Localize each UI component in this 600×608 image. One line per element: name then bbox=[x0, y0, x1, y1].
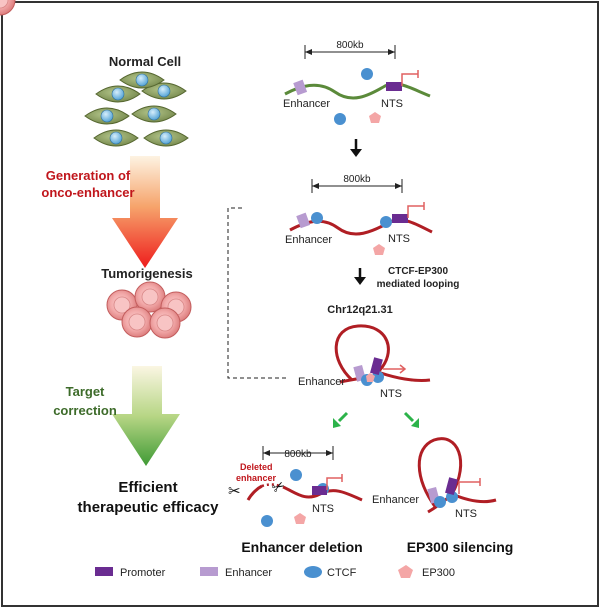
tss-arrow-top bbox=[401, 70, 419, 86]
scale-label-del: 800kb bbox=[284, 449, 312, 460]
chromatin-sil-loop bbox=[417, 437, 497, 509]
enhancer-label-sil: Enhancer bbox=[372, 494, 419, 506]
enhancer-label-top: Enhancer bbox=[283, 98, 330, 110]
promoter-box-top bbox=[386, 82, 402, 91]
tss-arrow-mid bbox=[407, 202, 425, 218]
label-tumorigenesis: Tumorigenesis bbox=[101, 266, 193, 281]
down-arrow-1 bbox=[350, 139, 362, 157]
ctcf-sil-1 bbox=[434, 496, 446, 508]
ctcf-mid-1 bbox=[311, 212, 323, 224]
deleted-label-line2: enhancer bbox=[236, 473, 277, 483]
legend-ctcf-swatch bbox=[304, 566, 322, 578]
nts-label-del: NTS bbox=[312, 503, 334, 515]
ctcf-del-2 bbox=[261, 515, 273, 527]
caption-deletion: Enhancer deletion bbox=[241, 539, 362, 555]
label-efficient-line1: Efficient bbox=[118, 479, 177, 496]
enhancer-box-top bbox=[293, 79, 308, 96]
progression-arrow-green bbox=[112, 366, 180, 466]
ctcf-del-1 bbox=[290, 469, 302, 481]
enhancer-box-mid bbox=[296, 212, 311, 229]
nts-label-top: NTS bbox=[381, 98, 403, 110]
dashed-bracket bbox=[227, 207, 286, 379]
ep300-mid bbox=[373, 244, 385, 255]
promoter-box-loop bbox=[370, 357, 383, 376]
enhancer-label-mid: Enhancer bbox=[285, 234, 332, 246]
label-generation-line1: Generation of bbox=[46, 168, 131, 183]
ctcf-top-1 bbox=[361, 68, 373, 80]
chromatin-del-left bbox=[246, 484, 263, 501]
label-normal-cell: Normal Cell bbox=[109, 54, 181, 69]
chromatin-loop bbox=[334, 324, 431, 382]
legend-ep300-label: EP300 bbox=[422, 567, 455, 579]
scale-label-mid: 800kb bbox=[343, 174, 371, 185]
looping-label-line2: mediated looping bbox=[377, 279, 460, 290]
ctcf-top-2 bbox=[334, 113, 346, 125]
legend-enhancer-swatch bbox=[200, 567, 218, 576]
ctcf-mid-2 bbox=[380, 216, 392, 228]
scale-bar-del bbox=[262, 446, 334, 460]
promoter-box-mid bbox=[392, 214, 408, 223]
scale-label-top: 800kb bbox=[336, 40, 364, 51]
label-target-line2: correction bbox=[53, 403, 117, 418]
nts-label-loop: NTS bbox=[380, 388, 402, 400]
scissors-icon-left: ✂ bbox=[228, 483, 241, 500]
promoter-box-del bbox=[312, 486, 327, 495]
nts-label-mid: NTS bbox=[388, 233, 410, 245]
green-arrow-left bbox=[333, 411, 349, 428]
enhancer-label-loop: Enhancer bbox=[298, 376, 345, 388]
normal-cells-illustration bbox=[84, 71, 189, 147]
scale-bar-mid bbox=[311, 179, 403, 193]
label-generation-line2: onco-enhancer bbox=[41, 185, 134, 200]
legend-enhancer-label: Enhancer bbox=[225, 567, 272, 579]
tss-arrow-del bbox=[326, 474, 343, 490]
ctcf-sil-2 bbox=[446, 491, 458, 503]
green-arrow-right bbox=[403, 411, 419, 428]
label-efficient-line2: therapeutic efficacy bbox=[78, 499, 220, 516]
ep300-del bbox=[294, 513, 306, 524]
tss-arrow-loop bbox=[383, 364, 407, 374]
down-arrow-2 bbox=[354, 268, 366, 285]
label-target-line1: Target bbox=[66, 384, 105, 399]
legend-promoter-swatch bbox=[95, 567, 113, 576]
ep300-top bbox=[369, 112, 381, 123]
looping-label-line1: CTCF-EP300 bbox=[388, 266, 448, 277]
legend: Promoter Enhancer CTCF EP300 bbox=[95, 565, 455, 579]
legend-ctcf-label: CTCF bbox=[327, 567, 357, 579]
caption-silencing: EP300 silencing bbox=[407, 539, 514, 555]
locus-label: Chr12q21.31 bbox=[327, 304, 392, 316]
chromatin-normal bbox=[284, 82, 431, 100]
scale-bar-top bbox=[304, 45, 396, 59]
chromatin-tumor bbox=[289, 218, 433, 236]
deleted-label-line1: Deleted bbox=[240, 462, 273, 472]
chromatin-del-gap bbox=[261, 483, 281, 488]
tumor-cells-illustration bbox=[0, 0, 192, 339]
ep300-loop bbox=[366, 373, 375, 382]
tss-arrow-sil bbox=[458, 478, 481, 494]
progression-arrow-red bbox=[112, 156, 178, 268]
promoter-box-sil bbox=[445, 477, 458, 496]
nts-label-sil: NTS bbox=[455, 508, 477, 520]
legend-ep300-swatch bbox=[398, 565, 413, 578]
legend-promoter-label: Promoter bbox=[120, 567, 166, 579]
